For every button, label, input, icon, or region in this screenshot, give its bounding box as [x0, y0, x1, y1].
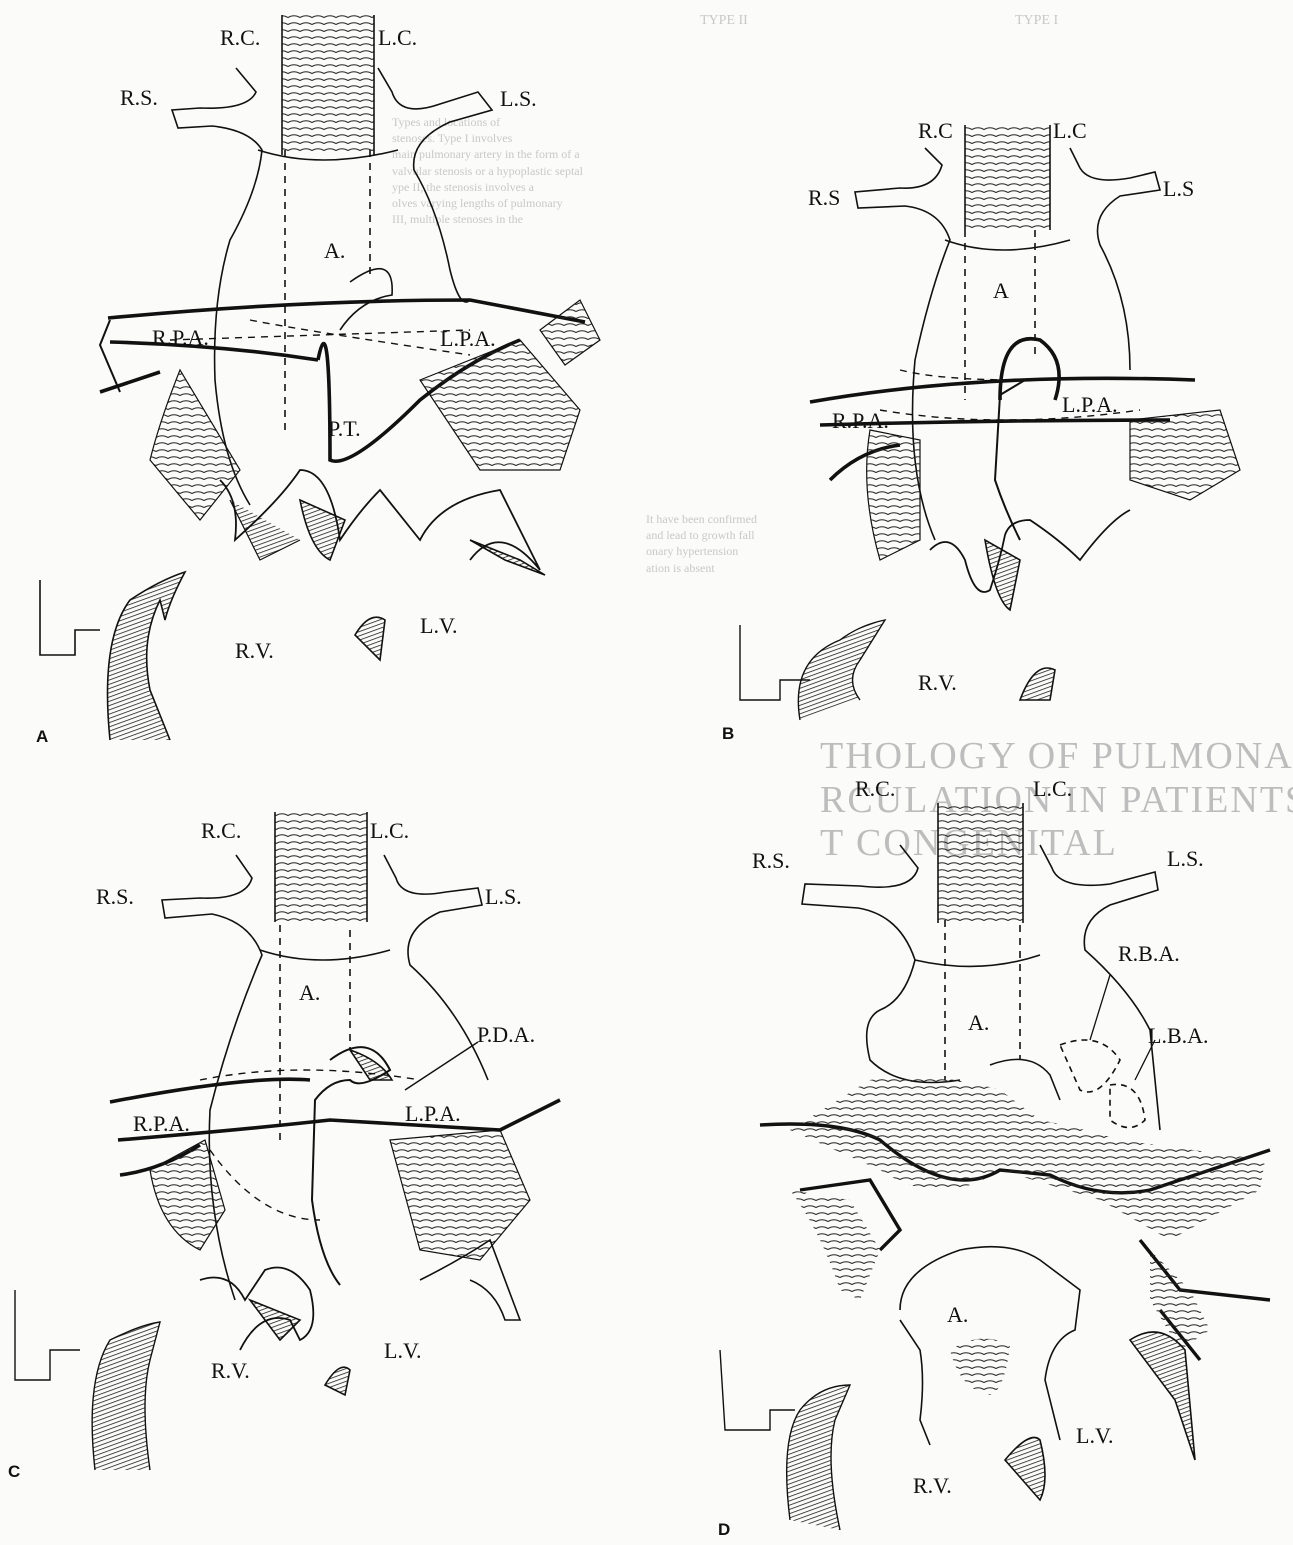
- panel-d-label-rba: R.B.A.: [1118, 943, 1180, 965]
- panel-c-label-rs: R.S.: [96, 886, 134, 908]
- panel-c-trachea: [275, 812, 367, 922]
- panel-d-label-lba: L.B.A.: [1148, 1025, 1209, 1047]
- panel-c-letter: C: [8, 1462, 20, 1482]
- panel-b-label-aorta: A: [993, 280, 1009, 302]
- panel-a-label-lv: L.V.: [420, 615, 458, 637]
- panel-c-label-lv: L.V.: [384, 1340, 422, 1362]
- panel-a-label-rs: R.S.: [120, 87, 158, 109]
- panel-a-label-aorta: A.: [324, 240, 345, 262]
- panel-b-label-rv: R.V.: [918, 672, 957, 694]
- panel-a-label-lc: L.C.: [378, 27, 417, 49]
- panel-b-label-rpa: R.P.A.: [832, 410, 889, 432]
- panel-b-label-lpa: L.P.A.: [1062, 394, 1118, 416]
- panel-c-label-pda: P.D.A.: [477, 1024, 535, 1046]
- panel-a-label-ls: L.S.: [500, 88, 537, 110]
- panel-d-label-lc: L.C.: [1033, 778, 1072, 800]
- panel-c-label-rc: R.C.: [201, 820, 241, 842]
- panel-b-letter: B: [722, 724, 734, 744]
- panel-c-label-aorta: A.: [299, 982, 320, 1004]
- panel-b-label-rc: R.C: [918, 120, 953, 142]
- panel-a-label-pt: P.T.: [328, 418, 361, 440]
- panel-a-drawing: [40, 15, 600, 740]
- panel-a-label-rv: R.V.: [235, 640, 274, 662]
- panel-d-label-aorta-lower: A.: [947, 1304, 968, 1326]
- panel-a-label-rpa: R.P.A.: [152, 327, 209, 349]
- panel-b-label-ls: L.S: [1163, 178, 1194, 200]
- panel-d-label-ls: L.S.: [1167, 848, 1204, 870]
- panel-b-trachea: [965, 125, 1050, 230]
- panel-c-label-ls: L.S.: [485, 886, 522, 908]
- panel-d-label-lv: L.V.: [1076, 1425, 1114, 1447]
- panel-a-label-rc: R.C.: [220, 27, 260, 49]
- panel-a-label-lpa: L.P.A.: [440, 328, 496, 350]
- panel-c-label-lpa: L.P.A.: [405, 1103, 461, 1125]
- panel-a-letter: A: [36, 727, 48, 747]
- panel-b-drawing: [740, 125, 1240, 720]
- panel-d-label-rc: R.C.: [855, 778, 895, 800]
- panel-b-label-rs: R.S: [808, 187, 840, 209]
- panel-a-trachea: [282, 15, 374, 155]
- panel-d-drawing: [720, 803, 1270, 1530]
- panel-d-label-rv: R.V.: [913, 1475, 952, 1497]
- panel-c-label-rpa: R.P.A.: [133, 1113, 190, 1135]
- panel-c-label-lc: L.C.: [370, 820, 409, 842]
- panel-d-trachea: [938, 803, 1023, 923]
- panel-d-letter: D: [718, 1520, 730, 1540]
- panel-b-label-lc: L.C: [1053, 120, 1087, 142]
- panel-d-label-rs: R.S.: [752, 850, 790, 872]
- panel-d-label-aorta: A.: [968, 1012, 989, 1034]
- panel-c-label-rv: R.V.: [211, 1360, 250, 1382]
- panel-c-drawing: [15, 812, 560, 1470]
